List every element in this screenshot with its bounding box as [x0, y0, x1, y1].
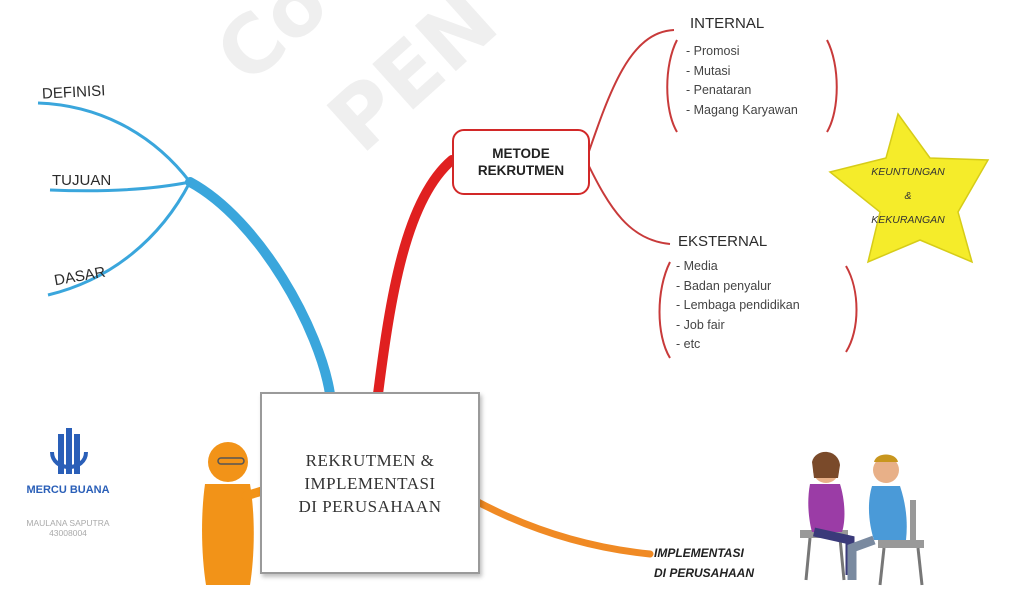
university-logo: MERCU BUANA MAULANA SAPUTRA 43008004 — [8, 484, 128, 538]
star-label: KEUNTUNGAN & KEKURANGAN — [858, 160, 958, 232]
board-line3: DI PERUSAHAAN — [298, 496, 442, 516]
internal-item: - Promosi — [686, 44, 740, 58]
internal-item: - Mutasi — [686, 63, 731, 78]
eksternal-item: - Lembaga pendidikan — [676, 298, 800, 312]
label-definisi: DEFINISI — [41, 82, 106, 103]
presenter-figure — [202, 442, 293, 585]
board-line2: IMPLEMENTASI — [304, 473, 436, 493]
eksternal-bracket-right — [845, 265, 858, 353]
logo-name: MERCU BUANA — [26, 484, 110, 496]
connector-internal — [585, 29, 675, 161]
metode-line1: METODE — [492, 146, 550, 161]
internal-title: INTERNAL — [690, 15, 765, 32]
board-line1: REKRUTMEN & — [305, 450, 435, 470]
star-line3: KEKURANGAN — [871, 214, 945, 226]
implementasi-line1: IMPLEMENTASI — [654, 546, 744, 560]
label-tujuan: TUJUAN — [52, 172, 112, 189]
blue-trunk — [185, 177, 335, 399]
internal-bracket-right — [826, 39, 838, 133]
internal-bracket-left — [666, 39, 678, 133]
implementasi-label: IMPLEMENTASI DI PERUSAHAAN — [654, 543, 754, 583]
branch-line-dasar — [47, 181, 192, 297]
branch-line-definisi — [37, 101, 192, 183]
star-shape — [828, 112, 990, 264]
interview-figures — [800, 451, 924, 586]
eksternal-item: - Job fair — [676, 317, 725, 332]
orange-branch — [470, 496, 654, 558]
eksternal-title: EKSTERNAL — [678, 233, 768, 250]
eksternal-list: - Media - Badan penyalur - Lembaga pendi… — [676, 257, 800, 355]
metode-line2: REKRUTMEN — [477, 163, 565, 178]
eksternal-item: - Media — [676, 259, 718, 273]
mercu-buana-logo-icon — [50, 428, 88, 474]
star-line1: KEUNTUNGAN — [871, 166, 945, 178]
central-board: REKRUTMEN & IMPLEMENTASI DI PERUSAHAAN — [260, 392, 480, 574]
eksternal-item: - etc — [676, 337, 701, 351]
metode-rekrutmen-node: METODE REKRUTMEN — [452, 129, 590, 195]
star-line2: & — [904, 190, 912, 202]
connector-eksternal — [585, 159, 671, 245]
eksternal-bracket-left — [658, 261, 671, 359]
branch-line-tujuan — [49, 180, 191, 193]
implementasi-line2: DI PERUSAHAAN — [654, 566, 755, 580]
internal-item: - Penataran — [686, 83, 752, 97]
logo-author-line1: MAULANA SAPUTRA — [26, 518, 110, 528]
logo-author-line2: 43008004 — [49, 528, 87, 538]
internal-list: - Promosi - Mutasi - Penataran - Magang … — [686, 42, 798, 120]
eksternal-item: - Badan penyalur — [676, 278, 772, 293]
internal-item: - Magang Karyawan — [686, 102, 798, 117]
red-trunk — [373, 155, 457, 399]
